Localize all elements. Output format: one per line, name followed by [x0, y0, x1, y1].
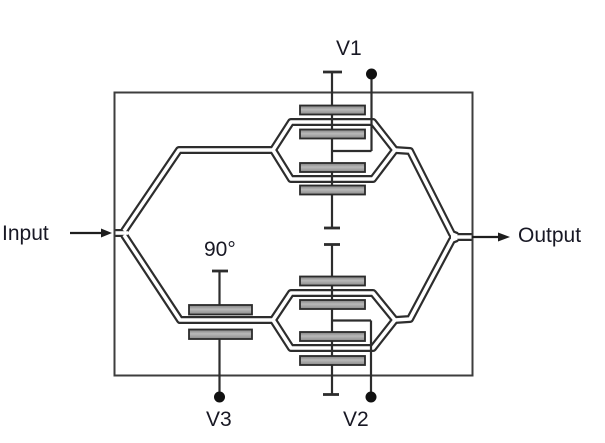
output-arrow-icon — [498, 232, 510, 242]
top-mzm-electrode-mid-upper — [299, 128, 366, 140]
electrodes — [188, 104, 366, 366]
input-arrow-icon — [101, 228, 112, 238]
terminals — [212, 68, 377, 403]
electrode-wires — [218, 72, 373, 395]
v3-terminal-dot-icon — [214, 391, 225, 403]
v1-label: V1 — [336, 37, 362, 60]
v2-terminal-dot-icon — [365, 391, 377, 403]
bottom-mzm-electrode-outer-bottom — [299, 355, 366, 366]
v2-label: V2 — [343, 408, 369, 431]
phase-shifter-electrode-top — [188, 304, 253, 316]
top-mzm-electrode-mid-lower — [299, 162, 366, 173]
waveguide-cores — [113, 120, 474, 350]
top-mzm-electrode-outer-bottom — [299, 184, 366, 196]
phase-shifter-electrode-bottom — [188, 328, 253, 340]
output-label: Output — [518, 224, 582, 247]
io-arrows — [70, 228, 510, 242]
top-mzm-electrode-outer-top — [299, 104, 366, 116]
waveguide-upper-feed — [124, 150, 273, 231]
phase-shift-label: 90° — [204, 238, 236, 261]
chip-outline — [113, 91, 474, 377]
v3-label: V3 — [206, 408, 232, 431]
bottom-mzm-electrode-outer-top — [299, 275, 366, 287]
bottom-mzm-electrode-mid-upper — [299, 299, 366, 310]
input-label: Input — [2, 222, 49, 245]
v1-terminal-dot-icon — [366, 68, 377, 80]
bottom-mzm-electrode-mid-lower — [299, 331, 366, 342]
waveguide-outlines — [115, 122, 472, 348]
